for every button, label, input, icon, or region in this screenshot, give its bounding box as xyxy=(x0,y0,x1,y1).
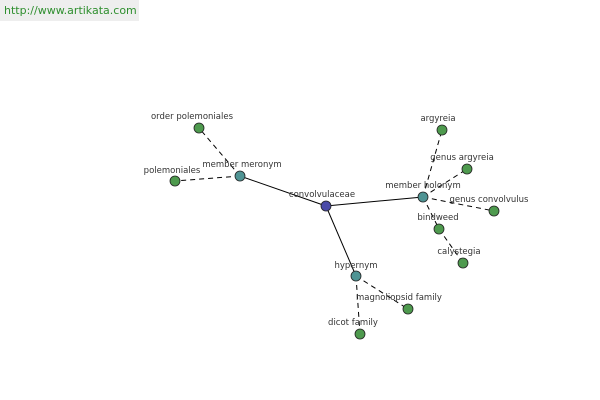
node-label-calystegia: calystegia xyxy=(437,247,480,257)
node-label-polemoniales: polemoniales xyxy=(144,166,201,176)
node-convolvulaceae[interactable] xyxy=(320,200,332,212)
node-label-order-polemoniales: order polemoniales xyxy=(151,112,234,122)
edge-member-holonym-to-genus-convolvulus xyxy=(422,196,495,212)
node-calystegia[interactable] xyxy=(457,257,469,269)
node-label-magnoliopsid-family: magnoliopsid family xyxy=(356,293,442,303)
edge-convolvulaceae-to-member-holonym xyxy=(325,196,424,207)
node-polemoniales[interactable] xyxy=(169,175,181,187)
edge-member-holonym-to-bindweed xyxy=(422,196,440,230)
node-bindweed[interactable] xyxy=(433,223,445,235)
node-label-genus-argyreia: genus argyreia xyxy=(430,153,494,163)
node-label-argyreia: argyreia xyxy=(420,114,455,124)
node-label-member-meronym: member meronym xyxy=(202,160,281,170)
labels-layer: convolvulaceae member meronym member holon… xyxy=(144,112,529,328)
node-label-convolvulaceae: convolvulaceae xyxy=(289,190,355,200)
node-label-bindweed: bindweed xyxy=(417,213,458,223)
node-magnoliopsid-family[interactable] xyxy=(402,303,414,315)
nodes-layer xyxy=(169,122,500,340)
node-label-dicot-family: dicot family xyxy=(328,318,378,328)
site-url-link[interactable]: http://www.artikata.com xyxy=(4,4,137,17)
node-label-hypernym: hypernym xyxy=(334,261,377,271)
node-order-polemoniales[interactable] xyxy=(193,122,205,134)
node-hypernym[interactable] xyxy=(350,270,362,282)
edge-member-meronym-to-order-polemoniales xyxy=(198,127,241,177)
edge-convolvulaceae-to-member-meronym xyxy=(239,175,327,207)
url-bar: http://www.artikata.com xyxy=(0,0,139,21)
node-label-genus-convolvulus: genus convolvulus xyxy=(450,195,530,205)
edge-convolvulaceae-to-hypernym xyxy=(325,205,357,277)
node-genus-argyreia[interactable] xyxy=(461,163,473,175)
edge-bindweed-to-calystegia xyxy=(438,228,464,264)
node-argyreia[interactable] xyxy=(436,124,448,136)
edge-hypernym-to-magnoliopsid-family xyxy=(355,275,409,310)
edge-member-holonym-to-argyreia xyxy=(422,129,443,198)
node-member-meronym[interactable] xyxy=(234,170,246,182)
node-dicot-family[interactable] xyxy=(354,328,366,340)
node-genus-convolvulus[interactable] xyxy=(488,205,500,217)
edge-hypernym-to-dicot-family xyxy=(355,275,361,335)
edges-layer xyxy=(174,127,495,335)
node-member-holonym[interactable] xyxy=(417,191,429,203)
edge-member-meronym-to-polemoniales xyxy=(174,175,241,182)
node-label-member-holonym: member holonym xyxy=(385,181,460,191)
